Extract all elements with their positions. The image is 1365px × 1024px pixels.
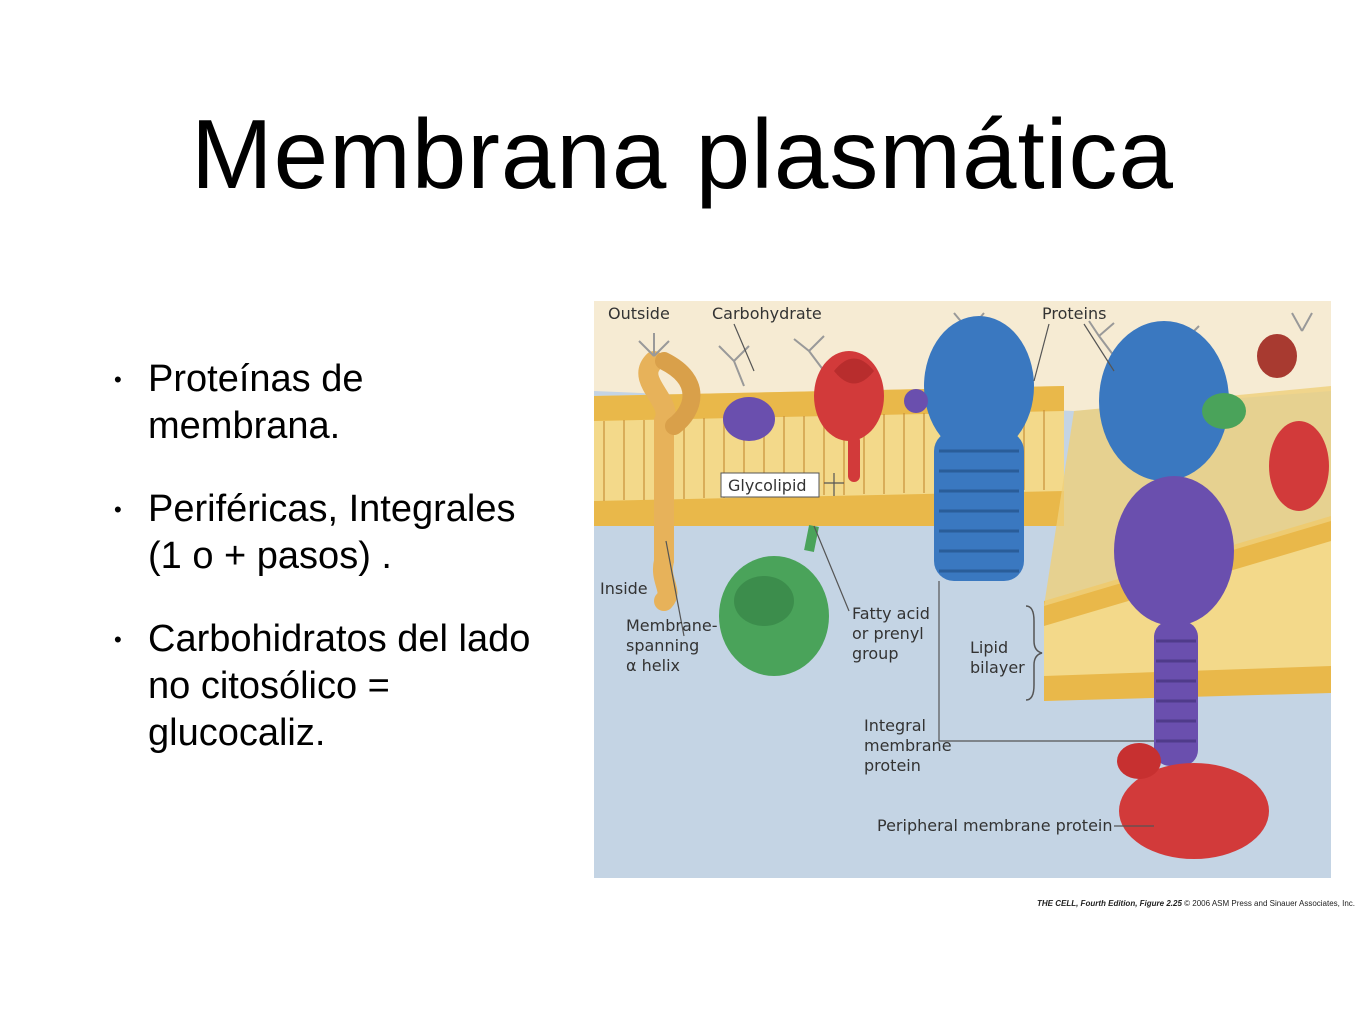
label-fatty-acid-2: or prenyl — [852, 624, 924, 643]
label-glycolipid: Glycolipid — [728, 476, 807, 495]
label-integral-1: Integral — [864, 716, 926, 735]
label-proteins: Proteins — [1042, 304, 1106, 323]
label-carbohydrate: Carbohydrate — [712, 304, 822, 323]
bullet-text: Periféricas, Integrales (1 o + pasos) . — [148, 488, 516, 577]
label-glycolipid-box: Glycolipid — [720, 472, 820, 498]
label-membrane-spanning-1: Membrane- — [626, 616, 718, 635]
purple-protein-small — [723, 397, 775, 441]
green-protein-right — [1202, 393, 1246, 429]
purple-protein-tiny — [904, 389, 928, 413]
label-membrane-spanning-2: spanning — [626, 636, 699, 655]
bullet-item: • Periféricas, Integrales (1 o + pasos) . — [108, 486, 538, 580]
label-inside: Inside — [600, 579, 648, 598]
bilayer-brace — [1025, 605, 1043, 701]
label-integral-2: membrane — [864, 736, 952, 755]
bullet-item: • Carbohidratos del lado no citosólico = … — [108, 616, 538, 757]
green-anchored-protein — [719, 525, 829, 676]
label-lipid-bilayer-2: bilayer — [970, 658, 1025, 677]
label-fatty-acid-3: group — [852, 644, 898, 663]
bullet-dot-icon: • — [114, 497, 122, 522]
credit-source: THE CELL, Fourth Edition, Figure 2.25 — [1037, 899, 1182, 908]
label-membrane-spanning-3: α helix — [626, 656, 680, 675]
bullet-dot-icon: • — [114, 627, 122, 652]
label-outside: Outside — [608, 304, 670, 323]
red-protein-top — [814, 351, 884, 482]
label-integral-3: protein — [864, 756, 921, 775]
label-peripheral-protein: Peripheral membrane protein — [877, 816, 1113, 835]
alpha-helix-protein — [638, 351, 701, 611]
membrane-diagram: Outside Carbohydrate Proteins Glycolipid… — [594, 301, 1331, 878]
red-protein-right — [1269, 421, 1329, 511]
bullet-item: • Proteínas de membrana. — [108, 356, 538, 450]
leader-lines — [665, 323, 1154, 827]
figure-credit: THE CELL, Fourth Edition, Figure 2.25 © … — [1037, 899, 1365, 908]
bullet-dot-icon: • — [114, 367, 122, 392]
slide-title: Membrana plasmática — [190, 99, 1175, 209]
blue-integral-protein-left — [924, 316, 1034, 581]
peripheral-membrane-protein — [1117, 743, 1269, 859]
integral-membrane-protein-right — [1099, 321, 1234, 766]
bullet-text: Carbohidratos del lado no citosólico = g… — [148, 618, 531, 754]
membrane-diagram-svg: Outside Carbohydrate Proteins Glycolipid… — [594, 301, 1331, 878]
bullet-text: Proteínas de membrana. — [148, 358, 364, 447]
credit-copyright: © 2006 ASM Press and Sinauer Associates,… — [1184, 899, 1355, 908]
label-lipid-bilayer-1: Lipid — [970, 638, 1008, 657]
label-fatty-acid-1: Fatty acid — [852, 604, 930, 623]
bullet-list: • Proteínas de membrana. • Periféricas, In… — [108, 356, 538, 793]
brown-protein — [1257, 334, 1297, 378]
